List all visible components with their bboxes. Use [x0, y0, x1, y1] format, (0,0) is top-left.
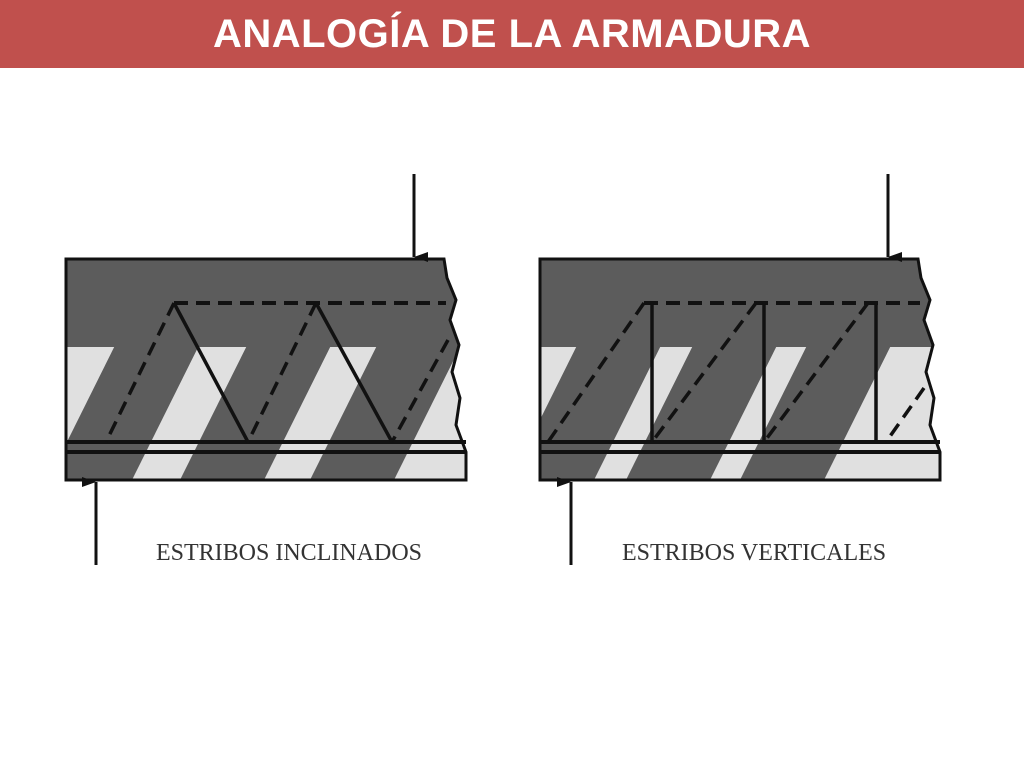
- beam-inclined-stirrups: [64, 174, 468, 565]
- strut-line: [762, 301, 870, 444]
- beam-vertical-stirrups: [538, 174, 942, 565]
- inclined-stirrups-label: ESTRIBOS INCLINADOS: [156, 540, 423, 566]
- strut-line: [884, 386, 926, 444]
- inclined-stirrup: [314, 302, 394, 443]
- vertical-stirrups-label: ESTRIBOS VERTICALES: [622, 540, 887, 566]
- strut-line: [650, 301, 758, 444]
- page-title: ANALOGÍA DE LA ARMADURA: [212, 11, 812, 56]
- title-bar: ANALOGÍA DE LA ARMADURA: [0, 0, 1024, 68]
- strut-line: [390, 339, 450, 443]
- truss-analogy-diagram: [64, 174, 942, 565]
- strut-line: [246, 302, 318, 443]
- strut-line: [104, 302, 176, 443]
- inclined-stirrup: [172, 302, 250, 443]
- strut-line: [546, 302, 646, 443]
